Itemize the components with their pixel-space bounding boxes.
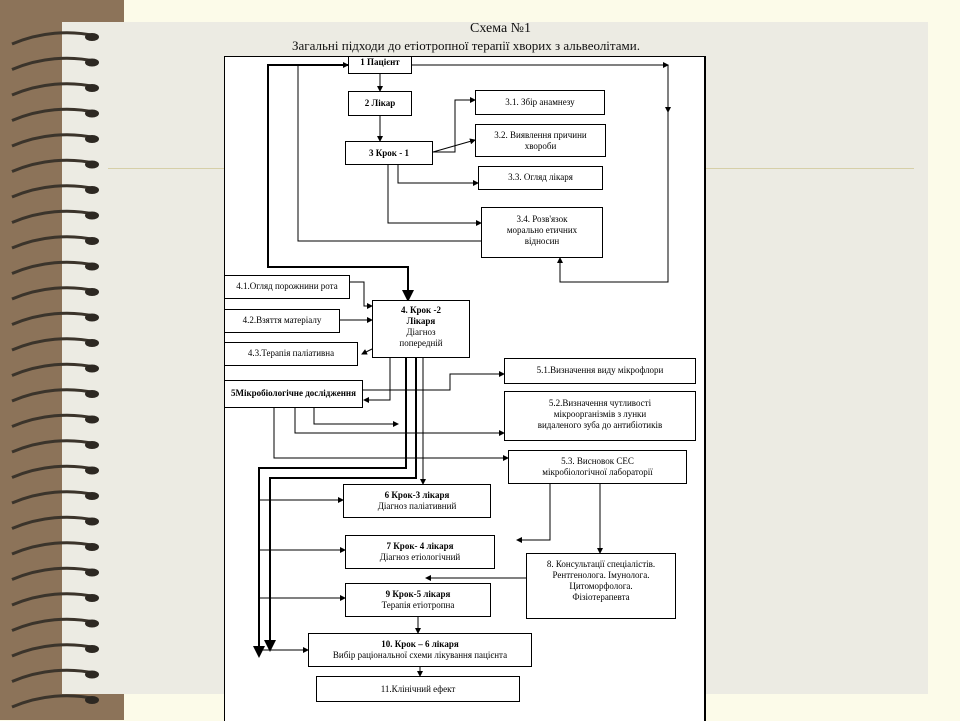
node-doctor: 2 Лікар [348, 91, 412, 116]
node-3-3-exam: 3.3. Огляд лікаря [478, 166, 603, 190]
diagram-title: Схема №1 [470, 21, 532, 36]
diagram-subtitle: Загальні підходи до етіотропної терапії … [292, 38, 640, 53]
node-8-consultations: 8. Консультації спеціалістів.Рентгенолог… [526, 553, 676, 619]
node-11-clinical-effect: 11.Клінічний ефект [316, 676, 520, 702]
spiral-rings-icon [11, 31, 99, 709]
node-step-1: 3 Крок - 1 [345, 141, 433, 165]
node-4-2-sample: 4.2.Взяття матеріалу [224, 309, 340, 333]
node-4-1-oral-exam: 4.1.Огляд порожнини рота [224, 275, 350, 299]
node-patient: 1 Пацієнт [348, 56, 412, 74]
node-5-1-microflora: 5.1.Визначення виду мікрофлори [504, 358, 696, 384]
node-4-3-palliative: 4.3.Терапія паліативна [224, 342, 358, 366]
node-3-1-anamnesis: 3.1. Збір анамнезу [475, 90, 605, 115]
node-5-microbiology: 5Мікробіологічне дослідження [224, 380, 363, 408]
